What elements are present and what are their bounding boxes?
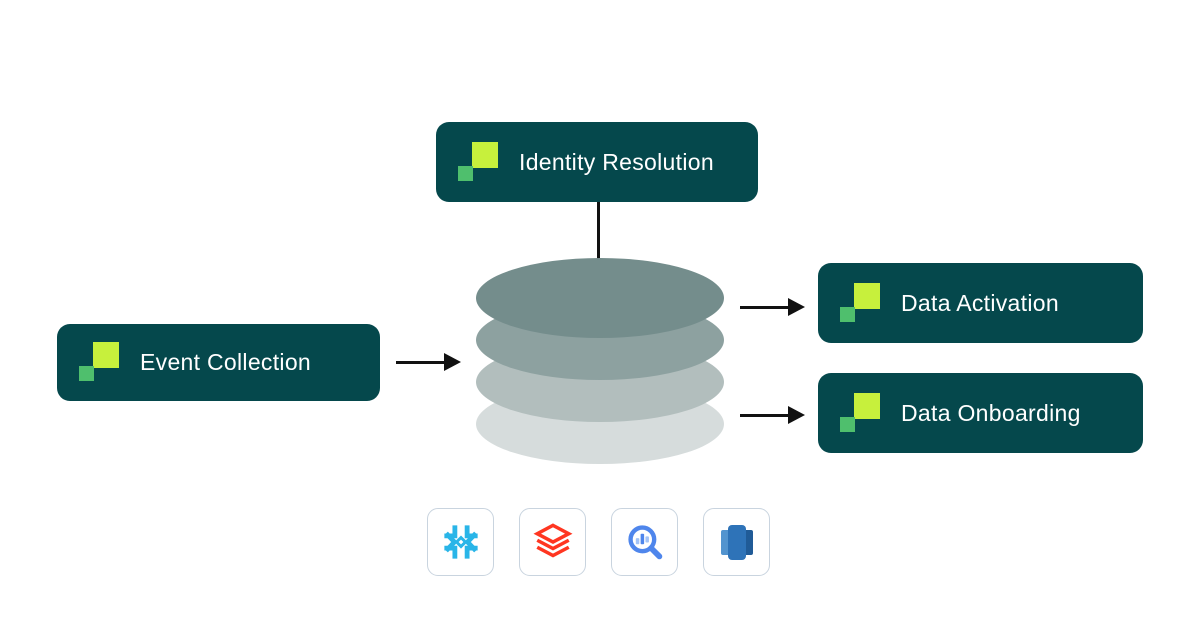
- logo-square-lime: [854, 282, 880, 309]
- warehouse-icons-row: [427, 508, 770, 576]
- node-label-data-onboarding: Data Onboarding: [901, 399, 1081, 426]
- logo-square-green: [79, 366, 94, 381]
- snowflake-icon: [443, 525, 478, 559]
- redshift-left-panel: [720, 530, 732, 555]
- arrow-head-icon: [788, 406, 805, 424]
- node-event-collection: Event Collection: [57, 324, 380, 401]
- databricks-icon: [533, 523, 572, 558]
- arrow-head-icon: [444, 353, 461, 371]
- node-label-identity-resolution: Identity Resolution: [519, 148, 714, 175]
- bigquery-bars: [635, 536, 649, 545]
- redshift-center-panel: [727, 525, 746, 560]
- arrow-event-to-database: [396, 353, 461, 371]
- node-identity-resolution: Identity Resolution: [436, 122, 758, 202]
- arrow-shaft: [740, 305, 788, 309]
- warehouse-card-snowflake: [427, 508, 494, 576]
- bigquery-icon: [627, 525, 662, 560]
- arrow-database-to-onboarding: [740, 406, 805, 424]
- cylinder-layer-1: [476, 258, 724, 338]
- node-label-data-activation: Data Activation: [901, 289, 1059, 316]
- warehouse-card-bigquery: [611, 508, 678, 576]
- node-data-onboarding: Data Onboarding: [818, 373, 1143, 453]
- squares-logo-icon: [840, 282, 881, 324]
- logo-square-lime: [472, 141, 498, 168]
- node-data-activation: Data Activation: [818, 263, 1143, 343]
- warehouse-card-databricks: [519, 508, 586, 576]
- arrow-shaft: [396, 360, 444, 364]
- logo-square-green: [840, 306, 855, 322]
- arrow-database-to-activation: [740, 298, 805, 316]
- logo-square-green: [840, 416, 855, 432]
- arrow-shaft: [740, 413, 788, 417]
- logo-square-green: [458, 165, 473, 181]
- connector-identity-to-database: [597, 202, 600, 260]
- warehouse-card-redshift: [703, 508, 770, 576]
- squares-logo-icon: [458, 141, 499, 183]
- logo-square-lime: [93, 342, 119, 368]
- arrow-head-icon: [788, 298, 805, 316]
- squares-logo-icon: [79, 342, 120, 383]
- redshift-icon: [715, 520, 759, 564]
- node-label-event-collection: Event Collection: [140, 349, 311, 375]
- logo-square-lime: [854, 392, 880, 419]
- squares-logo-icon: [840, 392, 881, 434]
- redshift-right-panel: [741, 530, 753, 555]
